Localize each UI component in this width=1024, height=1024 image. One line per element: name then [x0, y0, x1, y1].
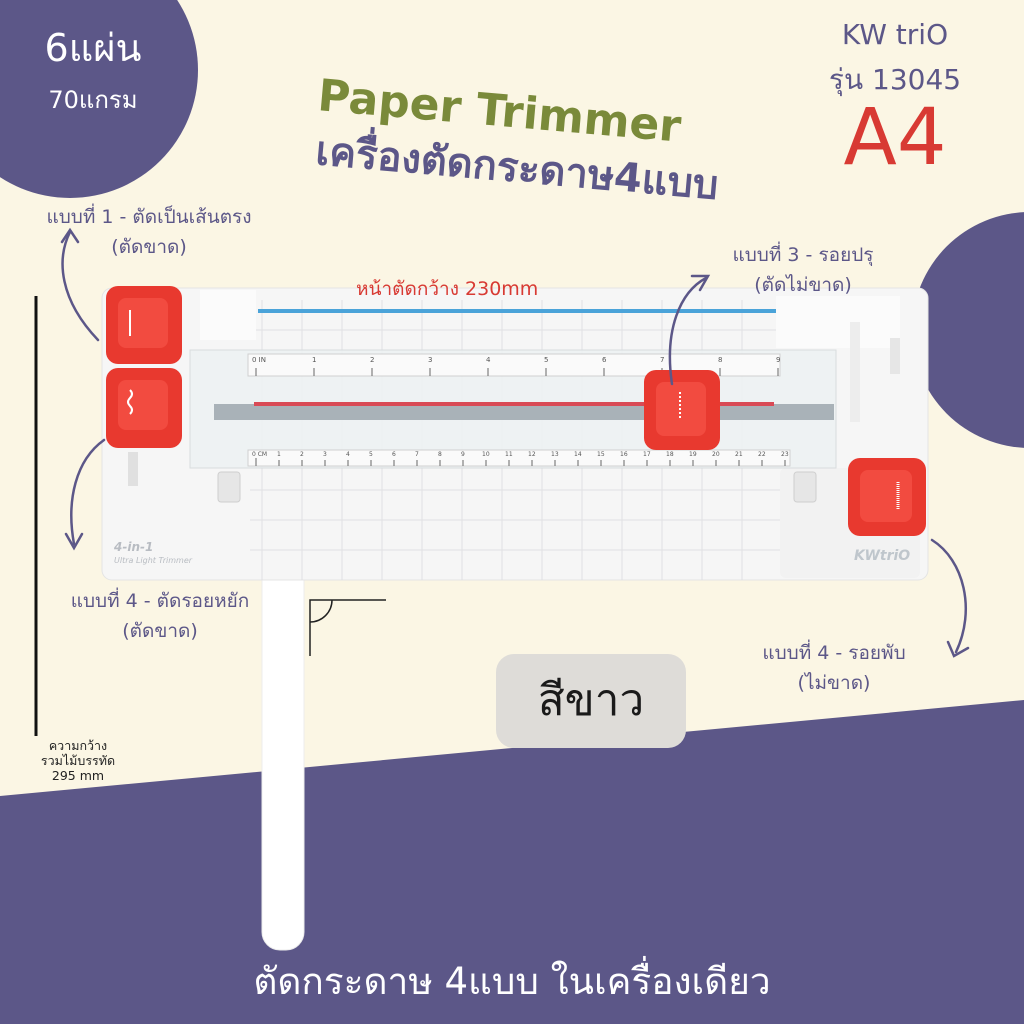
annotation-wave-cut: แบบที่ 4 - ตัดรอยหยัก (ตัดขาด): [40, 586, 280, 646]
annotation-line: (ตัดขาด): [122, 620, 198, 642]
device-product-line: Ultra Light Trimmer: [114, 556, 193, 565]
ruler-label: 7: [660, 356, 665, 364]
right-circle: [912, 212, 1024, 448]
ruler-label: 3: [428, 356, 433, 364]
annotation-straight-cut: แบบที่ 1 - ตัดเป็นเส้นตรง (ตัดขาด): [14, 202, 284, 262]
ruler-label: 8: [718, 356, 723, 364]
ruler-label: 0 CM: [252, 451, 268, 458]
ruler-label: 6: [392, 451, 396, 458]
ruler-label: 3: [323, 451, 327, 458]
ruler-label: 4: [346, 451, 350, 458]
annotation-line: แบบที่ 3 - รอยปรุ: [732, 244, 874, 266]
ruler-label: 23: [781, 451, 789, 458]
blade-slot: [128, 452, 138, 486]
device-model-mark: 4-in-1: [114, 540, 154, 554]
ruler-label: 9: [461, 451, 465, 458]
footer-tagline: ตัดกระดาษ 4แบบ ในเครื่องเดียว: [253, 960, 771, 1003]
annotation-line: (ตัดไม่ขาด): [754, 274, 852, 296]
ruler-label: 10: [482, 451, 490, 458]
bottom-band: [0, 700, 1024, 1024]
cutting-strip-gray: [214, 404, 834, 420]
overall-width-note: ความกว้าง รวมไม้บรรทัด 295 mm: [18, 738, 138, 783]
top-left-circle: [0, 0, 198, 198]
ruler-label: 7: [415, 451, 419, 458]
annotation-line: (ไม่ขาด): [797, 672, 871, 694]
annotation-line: (ตัดขาด): [111, 236, 187, 258]
blue-guide-line: [258, 309, 776, 313]
ruler-label: 5: [544, 356, 549, 364]
bottom-ruler-labels: 0 CM 1 2 3 4 5 6 7 8 9 10 11 12 13 14 15…: [250, 451, 800, 461]
arrow-4b-head: [946, 640, 970, 658]
ruler-label: 8: [438, 451, 442, 458]
paper-size: A4: [843, 93, 947, 183]
ruler-label: 22: [758, 451, 766, 458]
annotation-arrows: [60, 227, 970, 658]
arrow-3: [668, 276, 708, 386]
ruler-label: 13: [551, 451, 559, 458]
storage-slot: [890, 338, 900, 374]
top-ruler-labels: 0 IN 1 2 3 4 5 6 7 8 9: [250, 356, 790, 368]
ruler-label: 14: [574, 451, 582, 458]
sheet-capacity-badge: 6แผ่น: [44, 26, 142, 70]
note-line: รวมไม้บรรทัด: [40, 753, 116, 768]
ruler-label: 9: [776, 356, 781, 364]
ruler-label: 1: [277, 451, 281, 458]
paper-clip: [793, 471, 817, 503]
arrow-1: [61, 230, 100, 342]
right-panel: [776, 296, 900, 348]
bottom-ruler-ticks: [255, 458, 786, 466]
blade-score-cap: [860, 470, 912, 522]
left-panel: [200, 290, 256, 340]
ruler-label: 2: [370, 356, 375, 364]
device-logo: KWtriO: [854, 548, 911, 564]
ruler-label: 12: [528, 451, 536, 458]
model-number: รุ่น 13045: [828, 63, 962, 96]
arrow-4a-head: [64, 532, 84, 551]
ruler-label: 4: [486, 356, 491, 364]
arrow-3-head: [690, 274, 711, 292]
ruler-label: 20: [712, 451, 720, 458]
blade-wave-mark: [127, 389, 133, 415]
top-ruler: [247, 353, 781, 377]
paper-weight-badge: 70แกรม: [48, 86, 138, 114]
right-angle-mark: [309, 599, 386, 656]
annotation-score: แบบที่ 4 - รอยพับ (ไม่ขาด): [720, 638, 948, 698]
annotation-line: แบบที่ 4 - รอยพับ: [762, 642, 906, 664]
blade-wave-cap: [118, 380, 168, 430]
annotation-line: แบบที่ 1 - ตัดเป็นเส้นตรง: [46, 206, 252, 228]
ruler-label: 11: [505, 451, 513, 458]
ruler-label: 19: [689, 451, 697, 458]
arrow-1-head: [60, 227, 80, 244]
blade-straight-cap: [118, 298, 168, 348]
ruler-label: 17: [643, 451, 651, 458]
top-ruler-ticks: [255, 368, 779, 376]
ruler-label: 2: [300, 451, 304, 458]
annotation-perforate: แบบที่ 3 - รอยปรุ (ตัดไม่ขาด): [690, 240, 916, 300]
ruler-label: 18: [666, 451, 674, 458]
brand-name: KW triO: [841, 18, 949, 51]
ruler-label: 6: [602, 356, 607, 364]
ruler-label: 5: [369, 451, 373, 458]
bottom-ruler: [247, 449, 791, 467]
note-line: 295 mm: [51, 768, 105, 783]
cut-width-label: หน้าตัดกว้าง 230mm: [356, 278, 539, 300]
arrow-4b: [930, 538, 968, 654]
arrow-4a: [70, 438, 106, 546]
storage-slot: [850, 322, 860, 422]
note-line: ความกว้าง: [48, 738, 108, 753]
color-chip: สีขาว: [496, 654, 686, 748]
ruler-label: 16: [620, 451, 628, 458]
ruler-label: 1: [312, 356, 317, 364]
paper-clip: [217, 471, 241, 503]
ruler-label: 0 IN: [252, 356, 266, 364]
ruler-label: 21: [735, 451, 743, 458]
ruler-label: 15: [597, 451, 605, 458]
annotation-line: แบบที่ 4 - ตัดรอยหยัก: [70, 590, 250, 612]
cutting-strip-red: [254, 402, 774, 406]
right-angle-arc: [309, 599, 333, 623]
